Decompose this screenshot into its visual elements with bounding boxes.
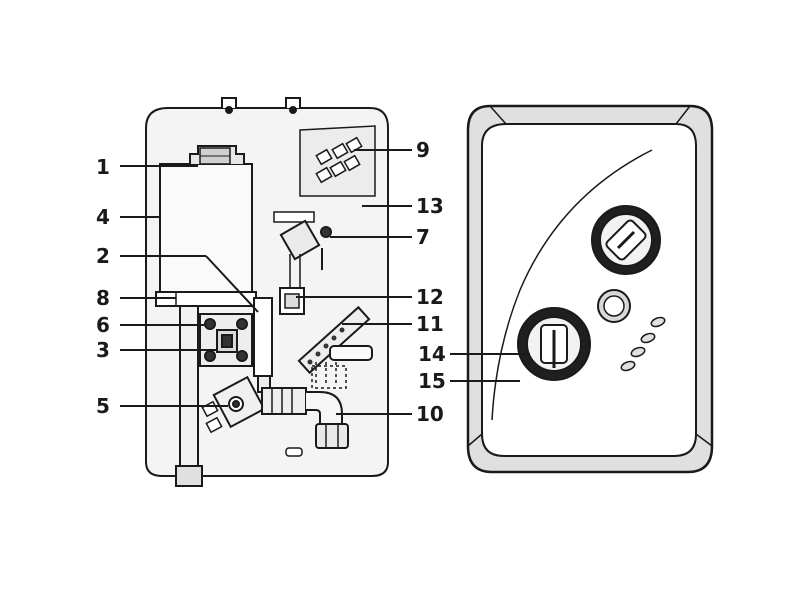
mounting-hole-left	[225, 106, 233, 114]
callout-6: 6	[96, 313, 110, 337]
callout-2: 2	[96, 244, 110, 268]
mounting-hole-right	[289, 106, 297, 114]
inlet-connector	[315, 423, 349, 449]
valve-screw	[236, 318, 248, 330]
callout-1: 1	[96, 155, 110, 179]
terminal-screws	[315, 136, 363, 184]
power-knob[interactable]	[517, 307, 591, 381]
cover-inner	[481, 123, 697, 457]
bracket	[273, 211, 315, 223]
terminal-block	[299, 125, 376, 197]
callout-7: 7	[416, 225, 430, 249]
cover-bevel-top-left	[467, 105, 713, 447]
pcb-contacts	[307, 327, 345, 365]
indicator-lights	[620, 316, 666, 372]
inlet-fitting	[261, 387, 307, 415]
outlet-pipe	[179, 305, 199, 467]
outlet-nozzle	[175, 465, 203, 487]
mounting-tab-right	[285, 97, 301, 108]
mounting-tab-left	[221, 97, 237, 108]
callout-8: 8	[96, 286, 110, 310]
drain-slot	[285, 447, 303, 457]
valve-screw	[204, 318, 216, 330]
cable-clamp	[329, 345, 373, 361]
heater-tank	[159, 163, 253, 293]
callout-4: 4	[96, 205, 110, 229]
callout-5: 5	[96, 394, 110, 418]
callout-9: 9	[416, 138, 430, 162]
callout-10: 10	[416, 402, 444, 426]
callout-12: 12	[416, 285, 444, 309]
leader-lines	[120, 149, 412, 415]
thermal-switch	[279, 219, 321, 261]
front-cover-view	[466, 104, 714, 474]
leader-lines-right	[450, 353, 530, 382]
temperature-knob[interactable]	[591, 205, 661, 275]
callout-3: 3	[96, 338, 110, 362]
callout-11: 11	[416, 312, 444, 336]
valve-screw	[236, 350, 248, 362]
cover-curve	[491, 149, 653, 421]
callout-15: 15	[418, 369, 446, 393]
valve-screw	[204, 350, 216, 362]
internal-view	[145, 97, 389, 487]
callout-13: 13	[416, 194, 444, 218]
callout-14: 14	[418, 342, 446, 366]
